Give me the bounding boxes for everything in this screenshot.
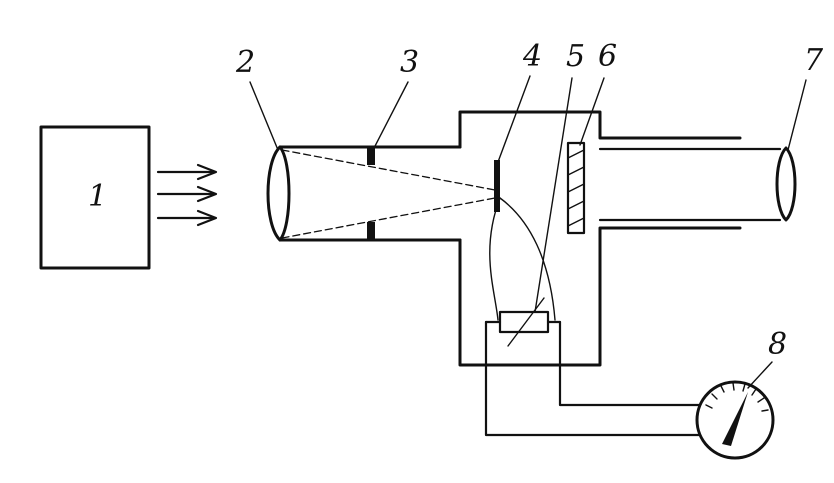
light-cone [281, 149, 496, 239]
leader-4 [497, 75, 531, 163]
objective-lens [266, 145, 291, 242]
label-3: 3 [400, 45, 419, 80]
label-7: 7 [804, 43, 824, 78]
label-2: 2 [235, 45, 255, 80]
leader-5 [534, 77, 573, 313]
label-6: 6 [598, 39, 617, 74]
radiation-source [39, 125, 151, 270]
radiation-arrows [156, 163, 218, 227]
label-1: 1 [88, 179, 107, 214]
eyepiece-lens [775, 146, 797, 222]
diaphragm [367, 147, 375, 240]
leader-7 [787, 79, 807, 151]
leader-6 [579, 77, 605, 146]
tube-body [278, 110, 782, 367]
label-8: 8 [768, 327, 787, 362]
galvanometer [695, 380, 775, 460]
filter [566, 141, 586, 235]
thermocouple-wires [489, 197, 556, 321]
leader-8 [747, 361, 773, 389]
leader-2 [249, 81, 279, 151]
receiver-plate [494, 160, 500, 212]
leader-3 [372, 81, 409, 151]
label-5: 5 [566, 39, 585, 74]
label-4: 4 [522, 39, 542, 74]
external-circuit [484, 320, 702, 437]
resistor [484, 297, 562, 347]
